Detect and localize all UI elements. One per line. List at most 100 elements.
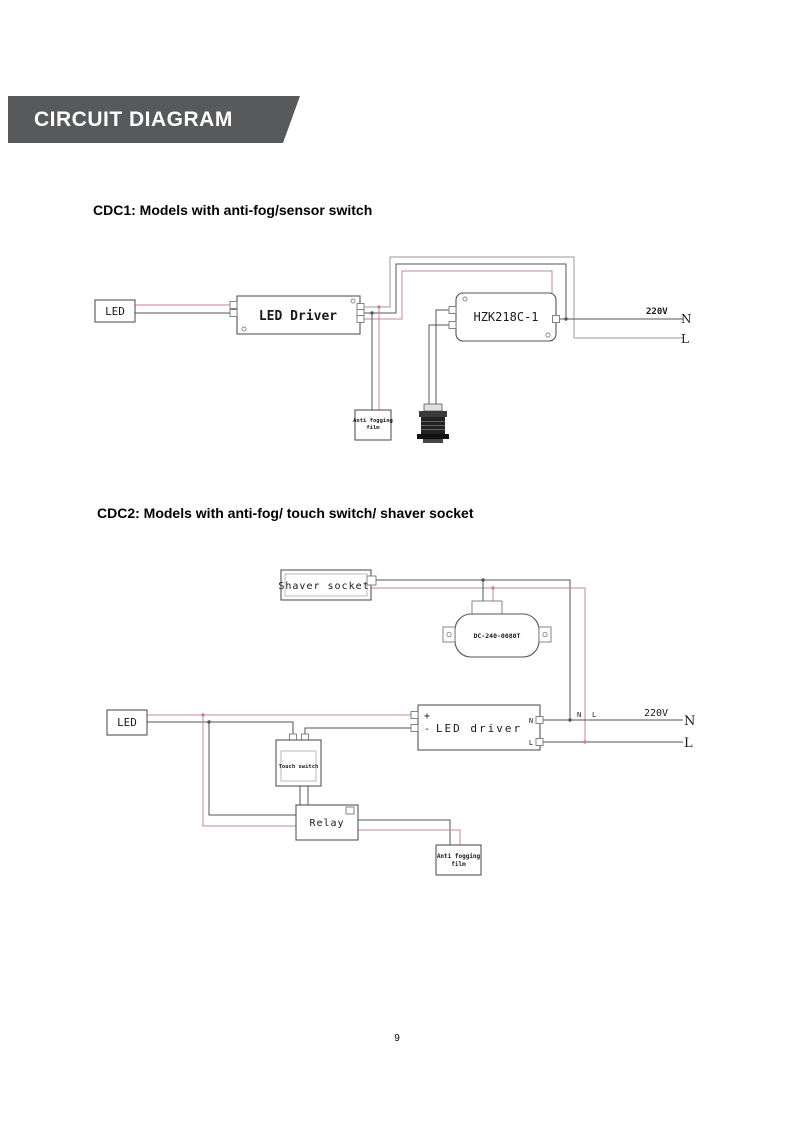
minus-terminal-label: - — [424, 724, 430, 735]
terminal-tab — [229, 301, 238, 309]
wire — [358, 819, 451, 845]
junction-dot — [491, 586, 495, 590]
led-box-outline — [94, 299, 136, 323]
mounting-ear — [442, 626, 456, 643]
junction-dot — [207, 720, 211, 724]
terminal-tab — [356, 315, 365, 323]
sensor-base — [423, 439, 443, 443]
wire — [360, 263, 567, 319]
terminal-tab — [448, 321, 457, 329]
heading-cdc1: CDC1: Models with anti-fog/sensor switch — [93, 202, 373, 218]
shaver-socket-outline — [280, 569, 372, 601]
sensor-flange — [417, 434, 449, 439]
terminal-tab — [448, 306, 457, 314]
shaver-socket-label: Shaver socket — [278, 581, 369, 592]
shaver-socket-box: Shaver socket — [278, 569, 377, 601]
terminal-tab — [535, 716, 544, 724]
terminal-tab — [535, 738, 544, 746]
led-driver-box-cdc1: LED Driver — [229, 295, 365, 335]
screw-icon — [241, 326, 247, 332]
terminal-tab — [301, 733, 309, 741]
led-driver-label: LED driver — [436, 722, 522, 735]
wire — [360, 270, 553, 320]
transformer-connector — [471, 600, 503, 615]
sensor-icon — [417, 403, 449, 443]
anti-fog-film-box-cdc1: Anti fogging film — [353, 409, 393, 441]
led-label: LED — [105, 305, 125, 318]
terminal-tab — [552, 315, 560, 323]
wire — [435, 309, 449, 404]
screw-icon — [542, 631, 548, 638]
sensor-connector — [423, 403, 443, 412]
heading-cdc2: CDC2: Models with anti-fog/ touch switch… — [97, 505, 474, 521]
transformer-box: DC-240-0080T — [442, 600, 552, 658]
wire — [428, 324, 449, 404]
screw-icon — [446, 631, 452, 638]
junction-dot — [201, 713, 205, 717]
led-driver-box-cdc2: + - N L LED driver — [410, 704, 544, 751]
screw-icon — [545, 332, 551, 338]
plus-terminal-label: + — [424, 711, 430, 722]
mounting-ear — [538, 626, 552, 643]
n-tap-label: N — [577, 711, 581, 719]
anti-fog-label-line1: Anti fogging — [353, 418, 393, 424]
wire — [376, 579, 571, 720]
junction-dot — [564, 317, 568, 321]
neutral-label-cdc2: N — [684, 714, 695, 729]
terminal-tab — [289, 733, 297, 741]
anti-fog-label-line1: Anti fogging — [437, 853, 481, 860]
circuit-diagram-cdc2: Shaver socket DC-240-0080T LED + - N — [106, 569, 695, 876]
anti-fog-film-box-cdc2: Anti fogging film — [435, 844, 482, 876]
led-box-cdc2: LED — [106, 709, 148, 736]
junction-dot — [377, 305, 381, 309]
led-driver-outline — [417, 704, 541, 751]
n-terminal-label: N — [529, 717, 533, 725]
touch-switch-outline — [275, 739, 322, 787]
anti-fog-film-outline — [435, 844, 482, 876]
neutral-label-cdc1: N — [681, 312, 692, 326]
junction-dot — [370, 311, 374, 315]
wire — [360, 256, 683, 339]
touch-switch-label: Touch switch — [279, 764, 319, 770]
touch-switch-inner — [280, 750, 317, 782]
led-driver-outline — [236, 295, 361, 335]
wire — [202, 715, 296, 827]
voltage-label-cdc1: 220V — [646, 307, 668, 317]
wire — [358, 829, 461, 845]
circuit-diagram-cdc1: LED LED Driver HZK218C-1 Anti — [94, 256, 692, 443]
voltage-label-cdc2: 220V — [644, 708, 668, 719]
wires-cdc2 — [147, 578, 683, 845]
anti-fog-label-line2: film — [366, 425, 380, 431]
l-terminal-label: L — [529, 739, 533, 747]
led-label: LED — [117, 716, 137, 729]
page-number: 9 — [394, 1033, 400, 1044]
terminal-tab — [229, 309, 238, 317]
sensor-collar — [419, 411, 447, 417]
relay-box: Relay — [295, 804, 359, 841]
terminal-tab — [410, 711, 419, 719]
screw-icon — [350, 298, 356, 304]
page-title: CIRCUIT DIAGRAM — [34, 107, 233, 131]
live-label-cdc1: L — [681, 332, 689, 346]
wire — [208, 722, 296, 816]
led-box-cdc1: LED — [94, 299, 136, 323]
screw-icon — [462, 296, 468, 302]
wire — [147, 721, 294, 734]
transformer-label: DC-240-0080T — [474, 632, 521, 640]
junction-dot — [568, 718, 572, 722]
junction-dot — [481, 578, 485, 582]
wires-cdc1 — [135, 256, 683, 410]
wire — [304, 727, 411, 734]
terminal-tab — [366, 575, 377, 586]
anti-fog-film-outline — [354, 409, 392, 441]
wire — [371, 587, 586, 742]
junction-dot — [583, 740, 587, 744]
led-box-outline — [106, 709, 148, 736]
sensor-switch-label: HZK218C-1 — [473, 310, 538, 324]
touch-switch-box: Touch switch — [275, 733, 322, 787]
live-label-cdc2: L — [684, 736, 693, 751]
terminal-tab — [410, 724, 419, 732]
sensor-switch-box: HZK218C-1 — [448, 292, 560, 342]
anti-fog-label-line2: film — [451, 861, 466, 868]
